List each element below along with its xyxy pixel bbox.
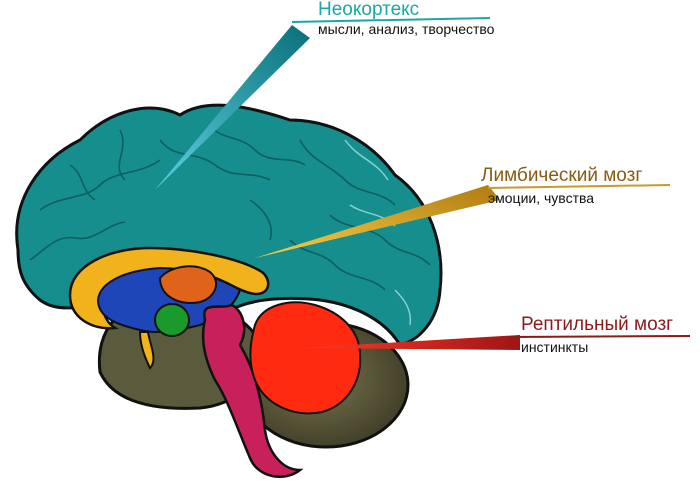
limbic-title: Лимбический мозг — [481, 165, 643, 186]
limbic-tail — [138, 331, 155, 370]
neocortex-title: Неокортекс — [318, 0, 420, 20]
cortex-folds — [29, 124, 431, 291]
limbic-green — [154, 303, 190, 337]
limbic-orange — [158, 265, 218, 304]
reptilian-pointer — [300, 335, 520, 350]
reptilian-area — [249, 301, 362, 415]
limbic-underline — [487, 184, 671, 189]
limbic-pointer — [255, 185, 500, 258]
brainstem — [201, 303, 304, 478]
neocortex-pointer — [155, 25, 310, 190]
reptilian-caption: инстинкты — [521, 339, 589, 355]
limbic-caption: эмоции, чувства — [488, 190, 595, 206]
neocortex-underline — [291, 17, 491, 23]
reptilian-underline — [509, 335, 691, 338]
reptilian-title: Рептильный мозг — [521, 314, 674, 335]
neocortex-caption: мысли, анализ, творчество — [318, 21, 495, 37]
